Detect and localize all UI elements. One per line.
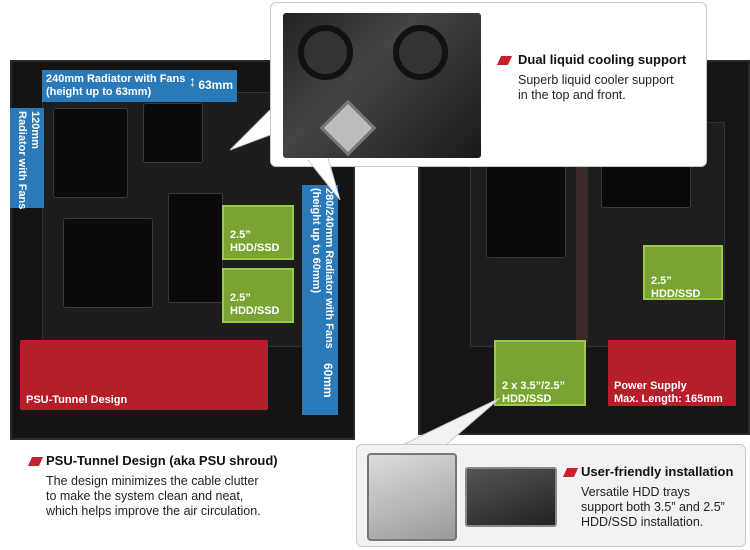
liquid-cooling-title: Dual liquid cooling support: [518, 52, 687, 67]
hdd-tray-photo: [367, 453, 457, 541]
installation-callout: User-friendly installation Versatile HDD…: [356, 444, 746, 547]
motherboard-tray: [42, 92, 332, 347]
ssd-slot-2: 2.5” HDD/SSD: [222, 268, 294, 323]
radiator-rear-label: 120mm Radiator with Fans: [10, 108, 44, 209]
liquid-cooler-photo: [283, 13, 481, 158]
ssd-tray-photo: [465, 467, 557, 527]
psu-shroud-title: PSU-Tunnel Design (aka PSU shroud): [46, 453, 278, 468]
radiator-top-label: 240mm Radiator with Fans (height up to 6…: [42, 70, 185, 102]
double-arrow-icon: ↕: [189, 73, 196, 89]
ssd-slot-rear: 2.5” HDD/SSD: [643, 245, 723, 300]
radiator-top-height-value: 63mm: [198, 78, 233, 92]
radiator-front-depth-value: 60mm: [321, 363, 335, 398]
ssd-slot-1: 2.5” HDD/SSD: [222, 205, 294, 260]
power-supply-area: Power Supply Max. Length: 165mm: [608, 340, 736, 406]
hdd-cage: 2 x 3.5”/2.5” HDD/SSD: [494, 340, 586, 406]
liquid-cooling-desc: Superb liquid cooler support in the top …: [518, 73, 674, 102]
fan-icon: [298, 25, 353, 80]
cpu-cutout: [63, 218, 153, 308]
psu-tunnel-label: PSU-Tunnel Design: [26, 394, 128, 406]
callout-pointer: [230, 110, 341, 201]
radiator-front-label: 280/240mm Radiator with Fans (height up …: [302, 185, 338, 355]
liquid-cooling-callout: Dual liquid cooling support Superb liqui…: [270, 2, 707, 167]
cable-bundle: [576, 123, 588, 343]
bullet-icon: [27, 457, 44, 466]
radiator-top-height: ↕ 63mm: [185, 70, 237, 102]
bullet-icon: [496, 56, 513, 65]
psu-tunnel-shroud: PSU-Tunnel Design: [20, 340, 268, 410]
cutout: [168, 193, 223, 303]
radiator-front-depth: 60mm: [302, 355, 338, 415]
fan-icon: [393, 25, 448, 80]
installation-desc: Versatile HDD trays support both 3.5” an…: [581, 485, 725, 529]
cutout: [143, 103, 203, 163]
cutout: [53, 108, 128, 198]
installation-title: User-friendly installation: [581, 464, 734, 479]
psu-shroud-desc: The design minimizes the cable clutter t…: [46, 474, 261, 518]
bullet-icon: [562, 468, 579, 477]
